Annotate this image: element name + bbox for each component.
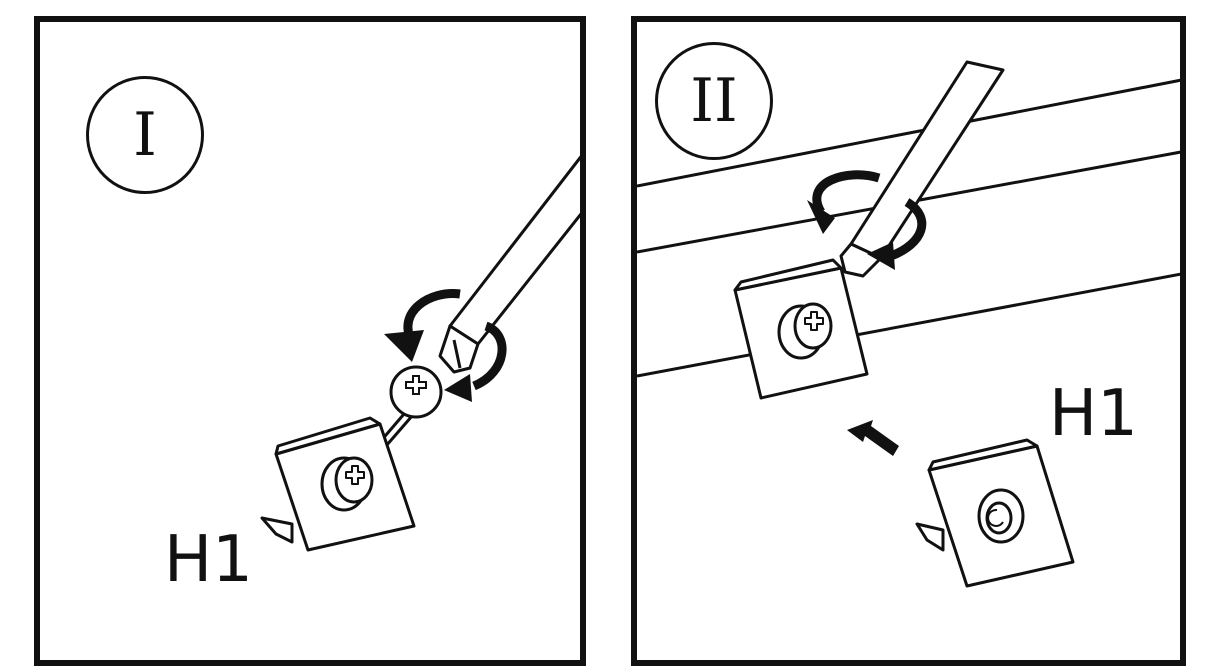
screwdriver-icon [440, 132, 586, 372]
screw-icon [380, 367, 441, 446]
insert-arrow-icon [847, 420, 899, 456]
part-label: H1 [164, 528, 253, 592]
screwdriver-icon [841, 62, 1003, 276]
corner-bracket-icon [735, 260, 867, 398]
step-number-badge: II [655, 42, 773, 160]
step-number-badge: I [86, 76, 204, 194]
part-label: H1 [1049, 382, 1138, 446]
step-panel-2: II H1 [631, 16, 1186, 666]
corner-bracket-icon [917, 440, 1073, 586]
step-panel-1: I H1 [34, 16, 586, 666]
